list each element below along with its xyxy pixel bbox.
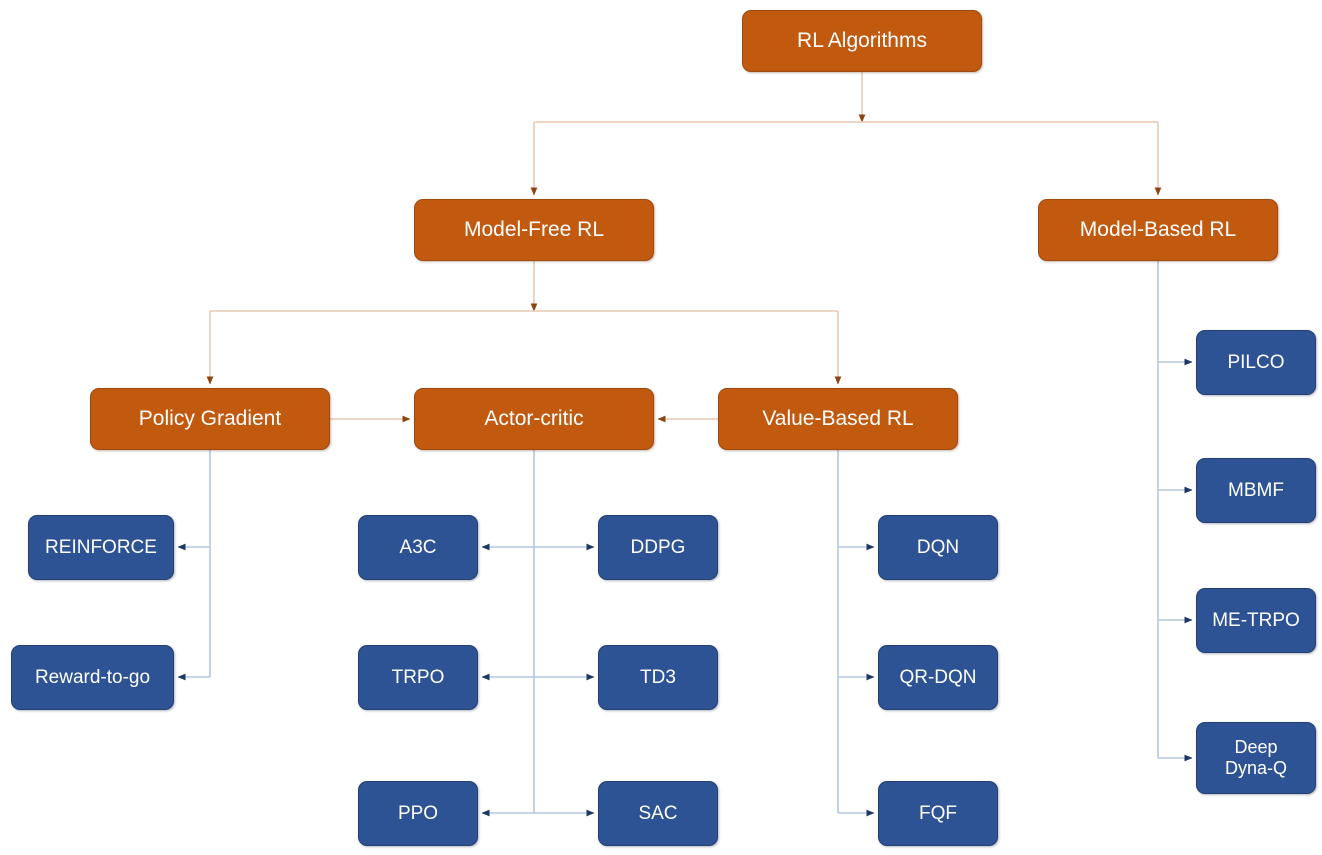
node-actor-critic[interactable]: Actor-critic [414, 388, 654, 450]
edges-blue-leaves [177, 261, 1193, 817]
node-trpo[interactable]: TRPO [358, 645, 478, 710]
node-value-based-rl[interactable]: Value-Based RL [718, 388, 958, 450]
node-ppo[interactable]: PPO [358, 781, 478, 846]
node-model-free-rl[interactable]: Model-Free RL [414, 199, 654, 261]
node-dqn[interactable]: DQN [878, 515, 998, 580]
node-me_trpo[interactable]: ME-TRPO [1196, 588, 1316, 653]
node-ddpg[interactable]: DDPG [598, 515, 718, 580]
node-td3[interactable]: TD3 [598, 645, 718, 710]
node-sac[interactable]: SAC [598, 781, 718, 846]
node-model-based-rl[interactable]: Model-Based RL [1038, 199, 1278, 261]
node-qr_dqn[interactable]: QR-DQN [878, 645, 998, 710]
node-policy-gradient[interactable]: Policy Gradient [90, 388, 330, 450]
node-pilco[interactable]: PILCO [1196, 330, 1316, 395]
node-fqf[interactable]: FQF [878, 781, 998, 846]
node-mbmf[interactable]: MBMF [1196, 458, 1316, 523]
node-deep_dyna_q[interactable]: Deep Dyna-Q [1196, 722, 1316, 794]
node-reinforce[interactable]: REINFORCE [28, 515, 174, 580]
node-rl-algorithms[interactable]: RL Algorithms [742, 10, 982, 72]
node-reward_to_go[interactable]: Reward-to-go [11, 645, 174, 710]
edges-orange-tree [206, 72, 1162, 423]
node-a3c[interactable]: A3C [358, 515, 478, 580]
